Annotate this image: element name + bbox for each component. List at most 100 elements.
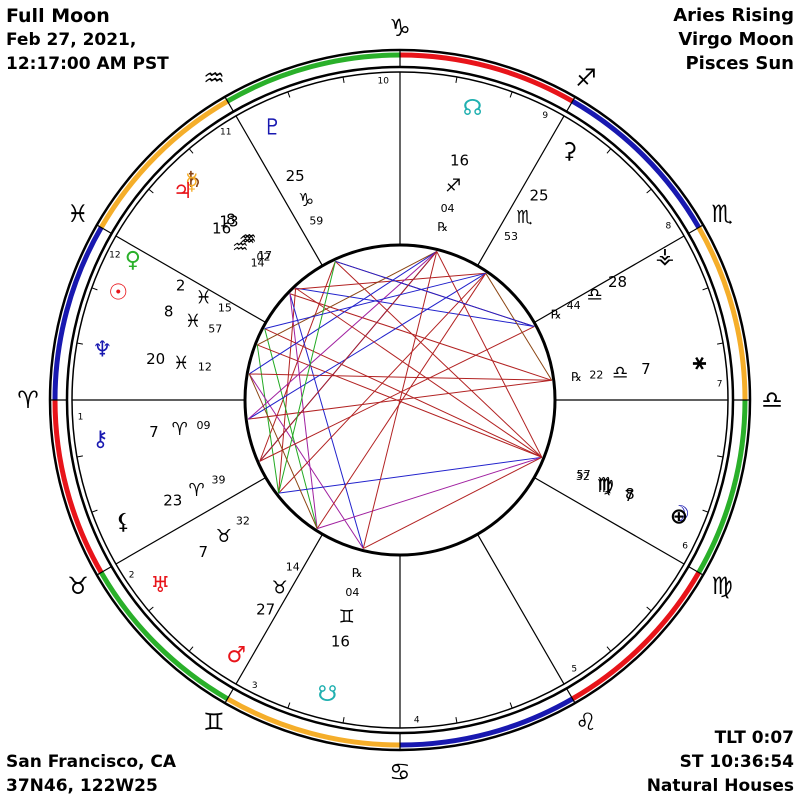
- degree-tick: [455, 717, 458, 724]
- aspect-line: [256, 344, 280, 494]
- venus-minutes: 15: [218, 302, 232, 315]
- eris-retrograde-icon: ℞: [571, 370, 582, 384]
- aspect-line: [264, 328, 318, 529]
- aries-sign-element-arc: [52, 399, 104, 574]
- house-number: 4: [414, 716, 420, 726]
- jupiter-minutes: 14: [251, 256, 265, 269]
- aspect-line: [335, 260, 535, 328]
- house-system-label: Natural Houses: [646, 776, 794, 796]
- rising-sign-label: Aries Rising: [673, 5, 794, 26]
- house-cusp-line: [235, 115, 324, 267]
- degree-tick: [287, 702, 291, 709]
- degree-tick: [342, 76, 345, 83]
- moon-degree: 8: [625, 485, 635, 503]
- ceres-icon: ⚳: [561, 139, 577, 164]
- vesta-degree: 28: [608, 273, 627, 291]
- degree-tick: [646, 188, 652, 194]
- leo-sign-element-arc: [571, 571, 701, 701]
- house-cusp-line: [476, 533, 565, 685]
- jupiter-sign-icon: ♒: [232, 237, 248, 258]
- moon-sign-label: Virgo Moon: [678, 29, 794, 50]
- mars-degree: 27: [256, 600, 275, 618]
- virgo-sign-icon: ♍: [711, 572, 733, 600]
- degree-tick: [717, 455, 724, 458]
- aquarius-sign-element-arc: [99, 99, 229, 229]
- degree-tick: [188, 148, 194, 154]
- virgo-sign-element-arc: [696, 399, 748, 574]
- aspect-line: [294, 272, 486, 290]
- chiron-degree: 7: [149, 423, 159, 441]
- degree-tick: [702, 287, 709, 291]
- mercury-minutes: 02: [256, 251, 270, 264]
- aspect-line: [248, 251, 438, 375]
- moon-icon: ☽: [670, 502, 690, 527]
- aspect-line: [363, 456, 543, 549]
- degree-tick: [148, 606, 154, 612]
- pluto-minutes: 59: [309, 215, 323, 228]
- chart-title-block: Full Moon Feb 27, 2021, 12:17:00 AM PST: [6, 4, 169, 76]
- location-block: San Francisco, CA 37N46, 122W25: [6, 750, 176, 798]
- ceres-minutes: 53: [504, 230, 518, 243]
- house-number: 2: [129, 570, 135, 580]
- aspect-line: [259, 326, 535, 462]
- mercury-degree: 13: [219, 212, 238, 230]
- aspect-line: [289, 293, 552, 381]
- fortune-degree: 7: [624, 487, 634, 505]
- element-color-ring: [52, 52, 748, 748]
- house-number: 6: [682, 541, 688, 551]
- sign-boundary-line: [224, 688, 235, 704]
- house-number: 1: [78, 413, 84, 423]
- aspect-line: [259, 251, 438, 462]
- degree-ticks: [76, 76, 724, 724]
- aspect-line: [248, 373, 364, 549]
- leo-sign-icon: ♌: [575, 708, 597, 736]
- vesta-minutes: 44: [567, 299, 581, 312]
- fortune-icon: ⊕: [670, 505, 688, 530]
- sun-icon: ☉: [108, 280, 128, 305]
- north-node-icon: ☊: [463, 96, 483, 121]
- aspect-line: [257, 251, 437, 346]
- south-node-retrograde-icon: ℞: [352, 566, 363, 580]
- aspect-line: [278, 456, 542, 494]
- house-number: 7: [717, 379, 723, 389]
- sagittarius-sign-icon: ♐: [575, 64, 597, 92]
- degree-tick: [148, 188, 154, 194]
- south-node-icon: ☋: [318, 682, 338, 707]
- event-time: 12:17:00 AM PST: [6, 54, 169, 74]
- degree-tick: [509, 702, 513, 709]
- vesta-sign-icon: ♎: [587, 284, 603, 305]
- venus-degree: 2: [176, 276, 186, 294]
- taurus-sign-icon: ♉: [67, 572, 89, 600]
- pluto-degree: 25: [286, 167, 305, 185]
- house-cusps: [50, 50, 750, 750]
- house-number: 10: [378, 76, 390, 86]
- sign-boundary-line: [565, 688, 576, 704]
- sign-glyphs: ♈♉♊♋♌♍♎♏♐♑♒♓: [17, 14, 783, 786]
- mars-sign-icon: ♉: [272, 578, 288, 599]
- uranus-degree: 7: [198, 543, 208, 561]
- house-number: 9: [542, 111, 548, 121]
- uranus-sign-icon: ♉: [216, 526, 232, 547]
- house-cusp-line: [115, 235, 267, 324]
- sign-boundary-line: [96, 565, 112, 576]
- moon-sign-icon: ♍: [598, 474, 614, 495]
- sun-sign-label: Pisces Sun: [685, 53, 794, 74]
- south-node-minutes: 04: [345, 586, 359, 599]
- event-title: Full Moon: [6, 5, 110, 27]
- house-cusp-line: [533, 476, 685, 565]
- sign-boundary-line: [565, 96, 576, 112]
- gemini-sign-element-arc: [226, 696, 401, 748]
- saturn-degree: 8: [226, 211, 236, 229]
- sign-boundary-line: [96, 224, 112, 235]
- tlt-label: TLT 0:07: [714, 728, 794, 748]
- saturn-icon: ♄: [184, 168, 204, 193]
- south-node-degree: 16: [331, 633, 350, 651]
- degree-tick: [717, 342, 724, 345]
- aspect-line: [264, 272, 486, 330]
- capricorn-sign-icon: ♑: [389, 14, 411, 42]
- neptune-minutes: 12: [198, 360, 212, 373]
- aspect-line: [362, 251, 438, 549]
- aspect-line: [436, 251, 543, 458]
- aspect-line: [334, 260, 543, 458]
